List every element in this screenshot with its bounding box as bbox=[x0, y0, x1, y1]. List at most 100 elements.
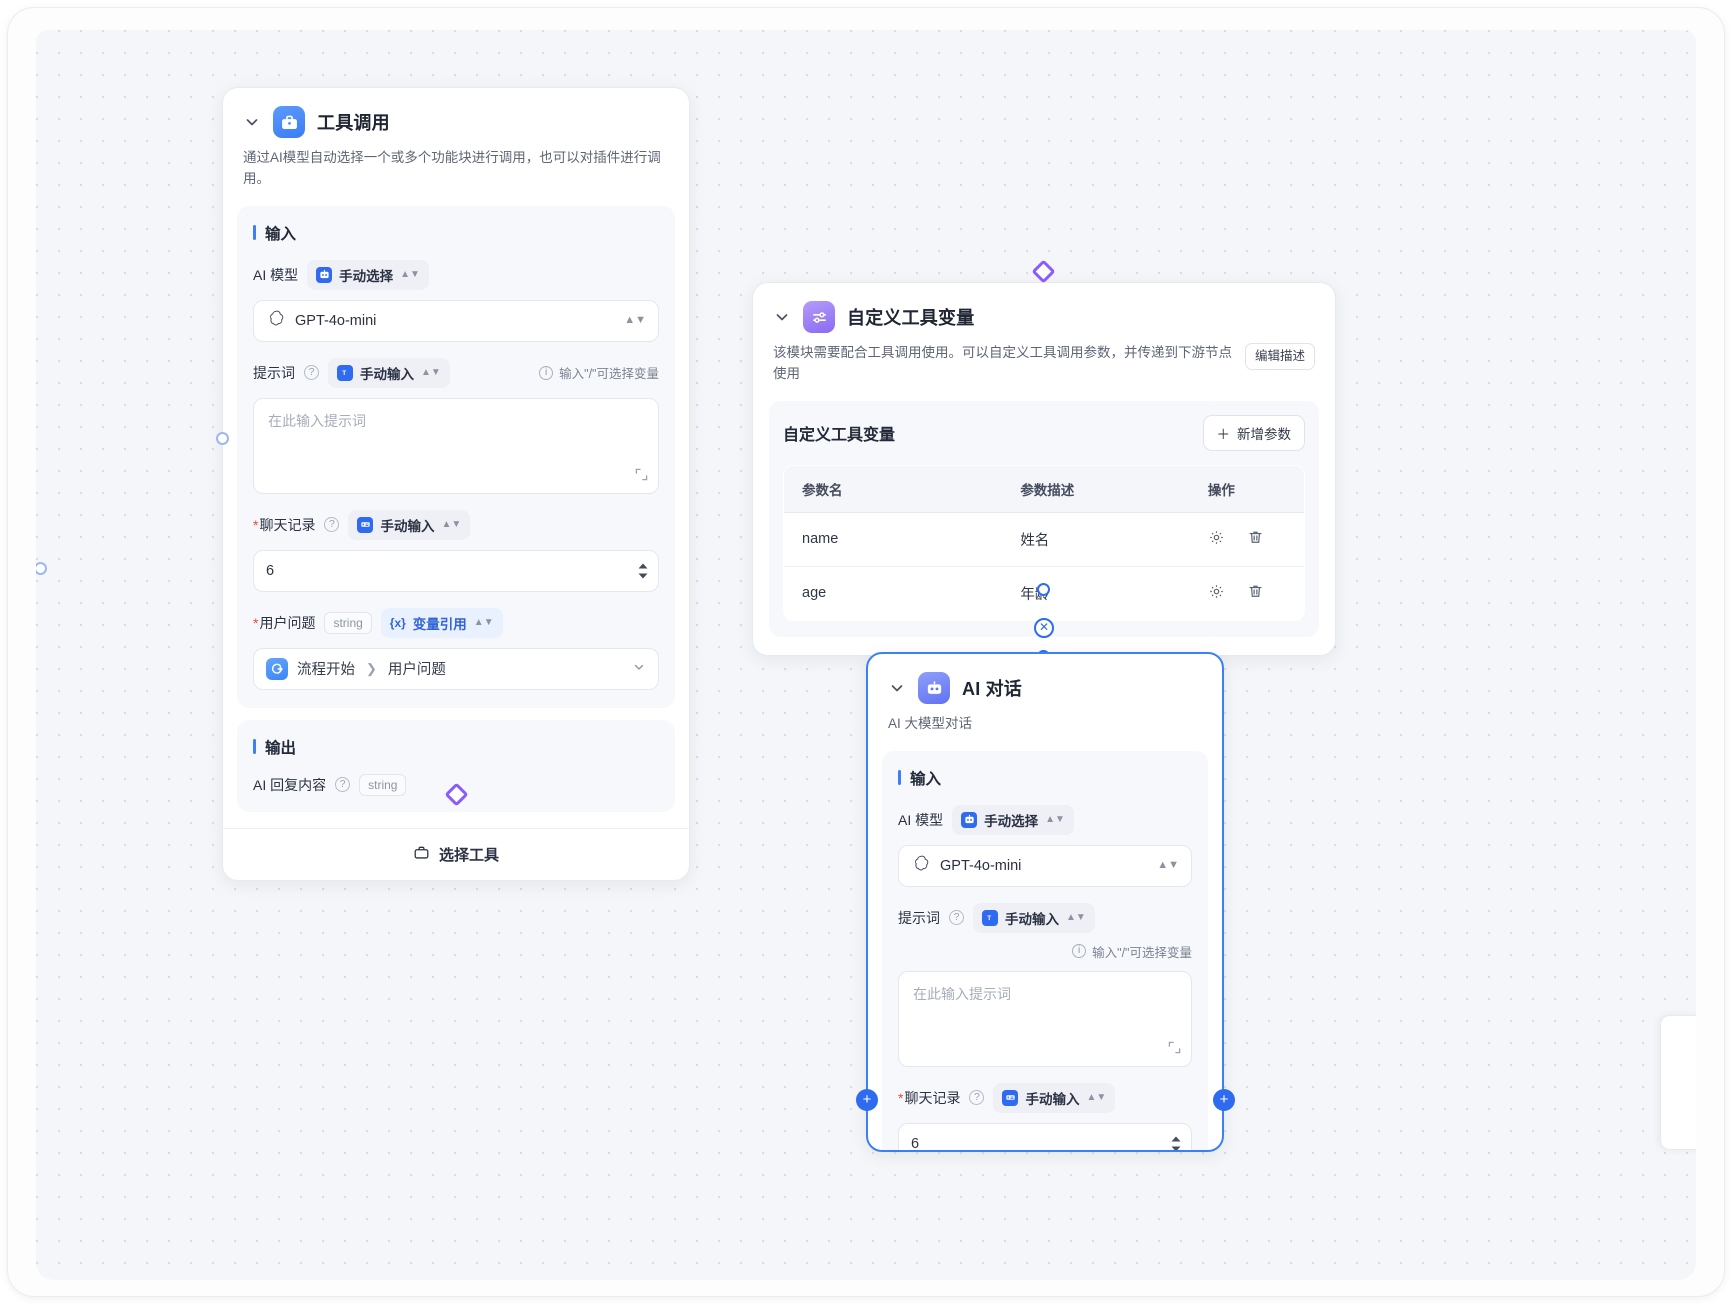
collapse-chevron-icon[interactable] bbox=[773, 308, 791, 326]
variable-field: 用户问题 bbox=[387, 662, 446, 679]
number-stepper[interactable] bbox=[637, 562, 649, 579]
settings-gear-icon[interactable] bbox=[1208, 583, 1225, 604]
help-icon[interactable]: ? bbox=[304, 365, 319, 381]
ai-model-label: AI 模型 bbox=[898, 811, 944, 828]
svg-text:T: T bbox=[342, 370, 346, 377]
input-panel: 输入 AI 模型 手动选择 ▲▼ bbox=[237, 205, 675, 708]
prompt-hint: i 输入"/"可选择变量 bbox=[1072, 942, 1192, 961]
help-icon[interactable]: ? bbox=[969, 1090, 985, 1106]
chevron-updown-icon: ▲▼ bbox=[1086, 1091, 1107, 1103]
ai-model-value-select[interactable]: GPT-4o-mini ▲▼ bbox=[253, 299, 659, 342]
chevron-updown-icon: ▲▼ bbox=[421, 366, 441, 378]
settings-gear-icon[interactable] bbox=[1208, 529, 1225, 550]
help-icon[interactable]: ? bbox=[324, 517, 340, 533]
input-section-title: 输入 bbox=[253, 222, 659, 244]
workflow-canvas[interactable]: 工具调用 通过AI模型自动选择一个或多个功能块进行调用，也可以对插件进行调用。 … bbox=[36, 30, 1696, 1280]
chat-history-mode-select[interactable]: 手动输入 ▲▼ bbox=[348, 509, 471, 540]
table-row[interactable]: name 姓名 bbox=[784, 512, 1304, 567]
svg-text:T: T bbox=[987, 915, 991, 922]
add-node-left-button[interactable]: + bbox=[856, 1089, 878, 1111]
add-node-right-button[interactable]: + bbox=[1213, 1089, 1235, 1111]
prompt-textarea[interactable]: 在此输入提示词 bbox=[253, 397, 659, 494]
flow-start-icon bbox=[266, 657, 288, 680]
collapse-chevron-icon[interactable] bbox=[888, 679, 906, 697]
prompt-mode-select[interactable]: T 手动输入 ▲▼ bbox=[973, 902, 1095, 933]
chat-history-input[interactable]: 6 bbox=[898, 1122, 1192, 1150]
input-panel: 输入 AI 模型 手动选择 ▲▼ bbox=[882, 750, 1208, 1150]
chevron-updown-icon[interactable]: ▲▼ bbox=[624, 314, 646, 327]
prompt-hint-text: 输入"/"可选择变量 bbox=[559, 367, 659, 382]
chat-history-input[interactable]: 6 bbox=[253, 549, 659, 592]
user-question-mode-select[interactable]: {x} 变量引用 ▲▼ bbox=[380, 607, 503, 638]
chevron-down-icon[interactable] bbox=[632, 660, 646, 678]
chat-history-label: 聊天记录 bbox=[253, 515, 315, 535]
node-custom-tool-variable[interactable]: 自定义工具变量 该模块需要配合工具调用使用。可以自定义工具调用参数，并传递到下游… bbox=[752, 282, 1336, 656]
chat-history-label: 聊天记录 bbox=[898, 1088, 960, 1108]
node-description-text: AI 大模型对话 bbox=[888, 716, 973, 731]
number-input-icon bbox=[1002, 1089, 1019, 1106]
expand-icon[interactable] bbox=[635, 468, 648, 484]
chevron-updown-icon: ▲▼ bbox=[400, 268, 420, 280]
node-description: 该模块需要配合工具调用使用。可以自定义工具调用参数，并传递到下游节点使用 编辑描… bbox=[773, 343, 1315, 385]
ai-model-mode-label: 手动选择 bbox=[339, 268, 394, 284]
canvas-edge-port[interactable] bbox=[36, 562, 47, 575]
ai-model-mode-select[interactable]: 手动选择 ▲▼ bbox=[307, 259, 429, 290]
ai-model-value: GPT-4o-mini bbox=[940, 857, 1022, 874]
col-param-name: 参数名 bbox=[784, 465, 1003, 513]
table-header-row: 参数名 参数描述 操作 bbox=[784, 465, 1304, 513]
ai-model-value-select[interactable]: GPT-4o-mini ▲▼ bbox=[898, 844, 1192, 887]
node-tool-call[interactable]: 工具调用 通过AI模型自动选择一个或多个功能块进行调用，也可以对插件进行调用。 … bbox=[222, 87, 690, 881]
node-output-port[interactable] bbox=[1037, 583, 1050, 596]
node-ai-chat[interactable]: AI 对话 AI 大模型对话 输入 AI 模型 手动选择 bbox=[866, 652, 1224, 1152]
output-section-title: 输出 bbox=[253, 736, 659, 758]
output-type-tag: string bbox=[359, 773, 407, 796]
prompt-textarea[interactable]: 在此输入提示词 bbox=[898, 970, 1192, 1067]
var-connector-diamond[interactable] bbox=[1031, 259, 1056, 284]
info-icon: i bbox=[539, 365, 554, 380]
prompt-placeholder: 在此输入提示词 bbox=[913, 985, 1011, 1002]
remove-connection-button[interactable]: ✕ bbox=[1034, 618, 1054, 638]
ai-model-mode-label: 手动选择 bbox=[984, 813, 1039, 829]
node-input-port[interactable] bbox=[216, 432, 229, 445]
info-icon: i bbox=[1072, 944, 1087, 959]
ai-model-value: GPT-4o-mini bbox=[295, 312, 377, 329]
add-parameter-button[interactable]: ＋ 新增参数 bbox=[1202, 414, 1305, 451]
expand-icon[interactable] bbox=[1168, 1041, 1181, 1057]
delete-trash-icon[interactable] bbox=[1247, 529, 1264, 550]
variable-icon: {x} bbox=[389, 615, 406, 630]
delete-trash-icon[interactable] bbox=[1247, 583, 1264, 604]
field-chat-history: 聊天记录 ? 手动输入 ▲▼ 6 bbox=[253, 509, 659, 592]
param-name-cell: age bbox=[802, 585, 827, 602]
output-field: AI 回复内容 ? string bbox=[253, 773, 659, 796]
node-title: AI 对话 bbox=[962, 679, 1023, 699]
edit-description-button[interactable]: 编辑描述 bbox=[1244, 343, 1315, 370]
chevron-updown-icon: ▲▼ bbox=[441, 518, 462, 530]
ai-model-mode-select[interactable]: 手动选择 ▲▼ bbox=[952, 804, 1074, 835]
collapse-chevron-icon[interactable] bbox=[243, 113, 261, 131]
side-panel[interactable] bbox=[1660, 1015, 1696, 1150]
sliders-icon bbox=[803, 301, 835, 333]
prompt-mode-label: 手动输入 bbox=[360, 366, 414, 382]
chat-history-value: 6 bbox=[266, 562, 275, 579]
chevron-updown-icon[interactable]: ▲▼ bbox=[1157, 859, 1179, 872]
chevron-updown-icon: ▲▼ bbox=[473, 616, 494, 628]
prompt-mode-select[interactable]: T 手动输入 ▲▼ bbox=[328, 357, 450, 388]
ai-model-label: AI 模型 bbox=[253, 266, 299, 283]
number-stepper[interactable] bbox=[1170, 1135, 1182, 1150]
user-question-mode-label: 变量引用 bbox=[412, 616, 467, 632]
user-question-variable-select[interactable]: 流程开始 ❯ 用户问题 bbox=[253, 647, 659, 690]
help-icon[interactable]: ? bbox=[949, 910, 964, 926]
add-parameter-label: 新增参数 bbox=[1237, 426, 1291, 442]
chat-history-mode-select[interactable]: 手动输入 ▲▼ bbox=[993, 1082, 1116, 1113]
select-tool-label: 选择工具 bbox=[438, 846, 499, 864]
node-ai-chat-header: AI 对话 AI 大模型对话 bbox=[868, 654, 1222, 735]
parameters-table: 参数名 参数描述 操作 name 姓名 bbox=[783, 464, 1305, 621]
chat-history-mode-label: 手动输入 bbox=[380, 518, 435, 534]
prompt-label: 提示词 bbox=[898, 909, 940, 926]
field-chat-history: 聊天记录 ? 手动输入 ▲▼ 6 bbox=[898, 1082, 1192, 1150]
help-icon[interactable]: ? bbox=[335, 777, 351, 793]
openai-icon bbox=[911, 854, 930, 877]
field-prompt: 提示词 ? T 手动输入 ▲▼ i 输入"/"可选择变量 bbox=[898, 902, 1192, 1067]
select-tool-button[interactable]: 选择工具 bbox=[223, 827, 689, 880]
